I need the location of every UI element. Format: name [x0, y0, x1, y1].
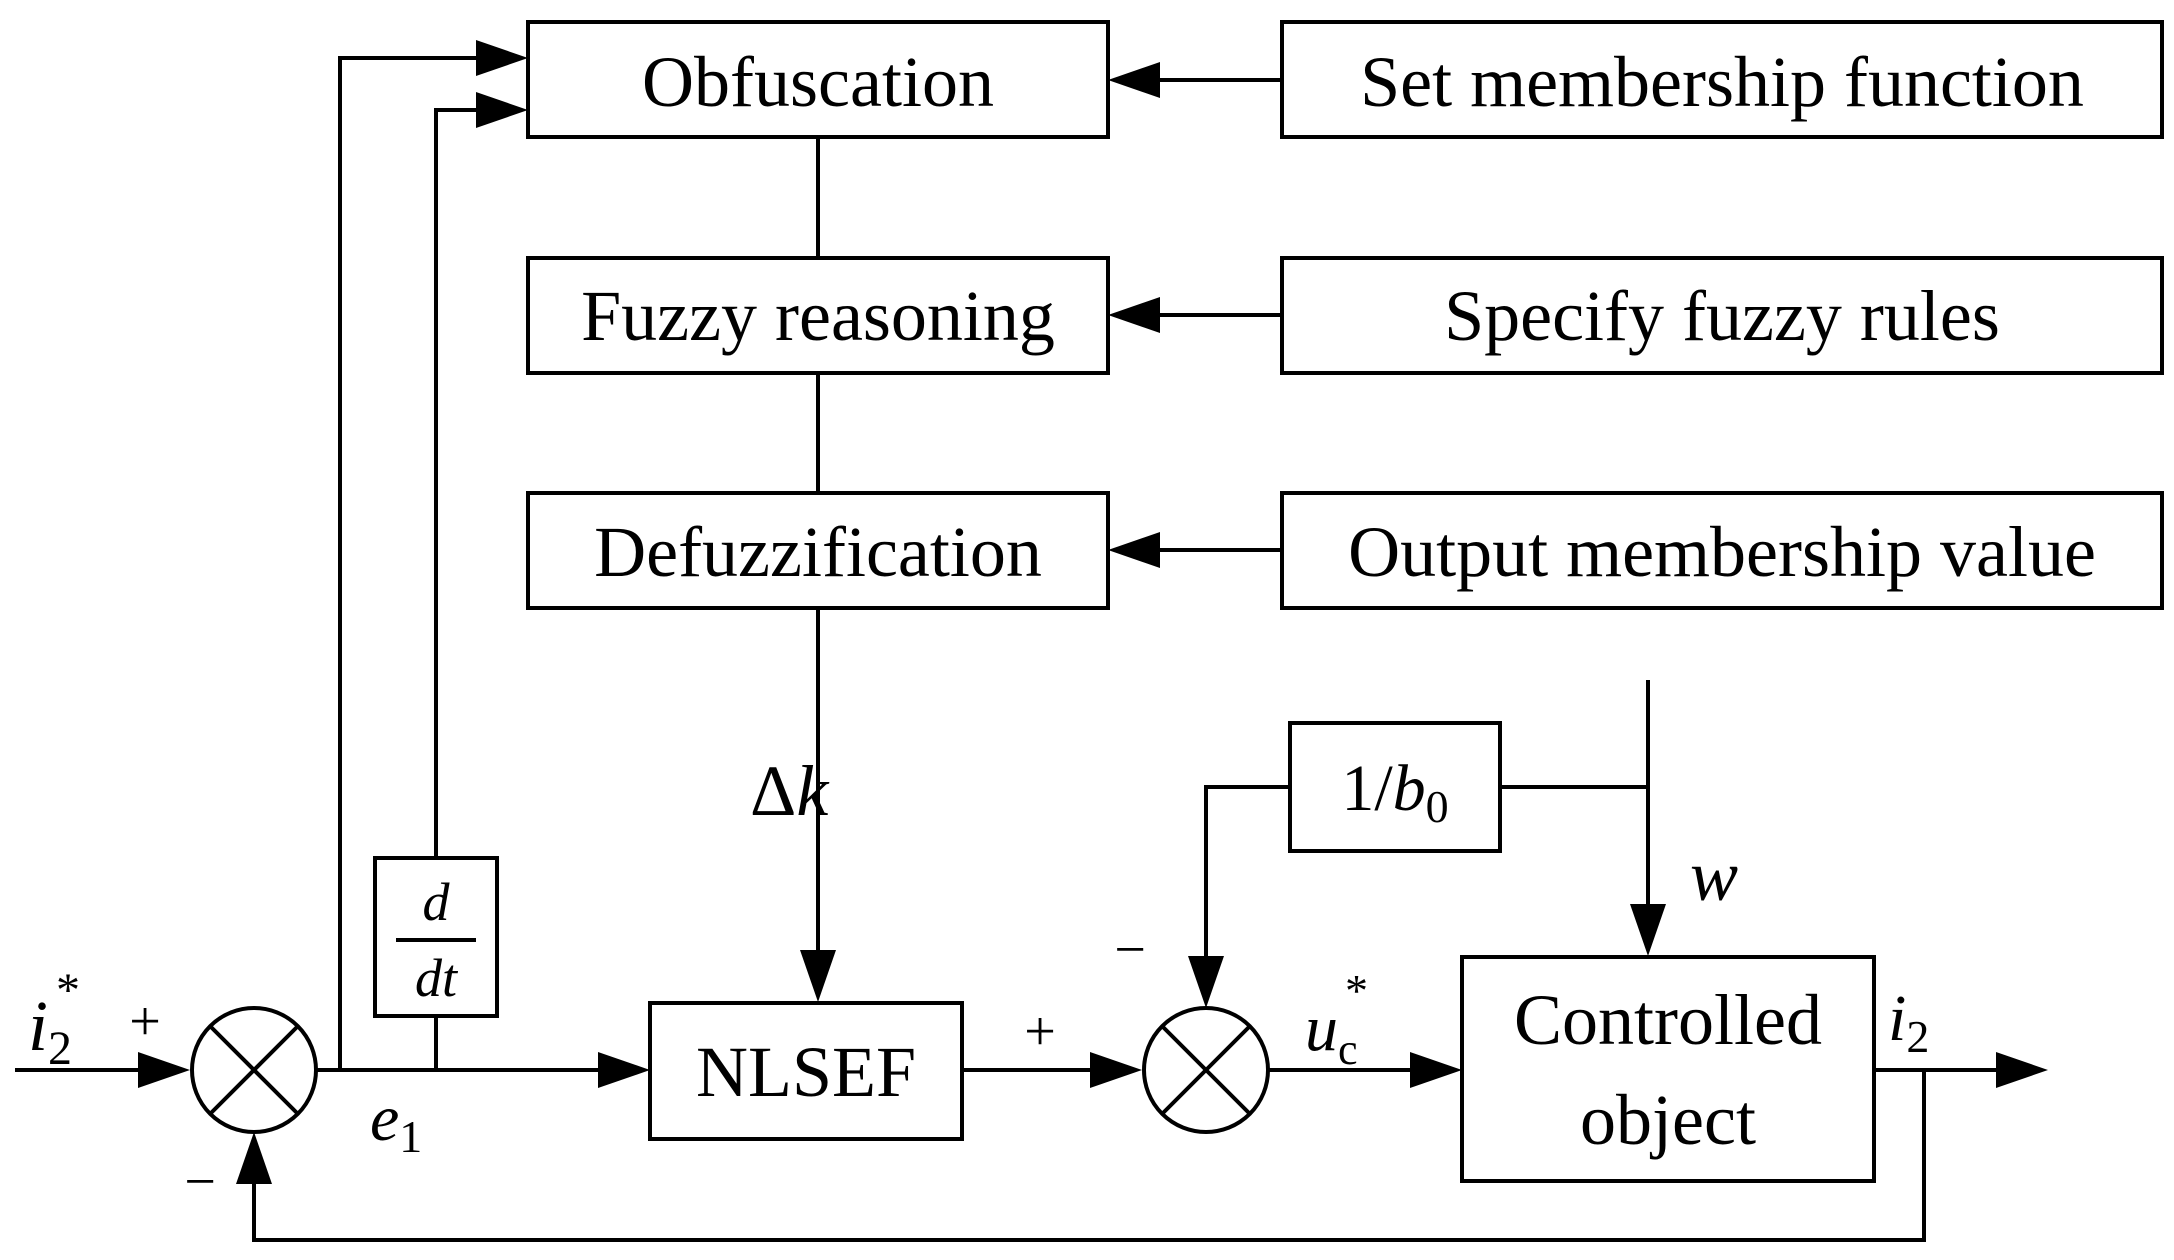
config-arrows	[1108, 62, 1282, 568]
set-membership-block: Set membership function	[1280, 20, 2164, 139]
nlsef-label: NLSEF	[696, 1032, 916, 1112]
output-feedback-line	[252, 1070, 1926, 1242]
reference-star: *	[56, 964, 80, 1017]
fuzzy-reasoning-block: Fuzzy reasoning	[526, 256, 1110, 375]
sum1-plus-sign: +	[129, 991, 161, 1053]
sum2-minus-sign: −	[1114, 919, 1146, 981]
control-star: *	[1345, 965, 1368, 1016]
obfuscation-label: Obfuscation	[642, 42, 994, 122]
specify-rules-label: Specify fuzzy rules	[1444, 276, 2000, 356]
error-to-obfuscation	[338, 40, 528, 1070]
delta-k-label: Δk	[750, 751, 830, 831]
sum2-plus-sign: +	[1024, 1001, 1056, 1063]
error-label: e1	[370, 1082, 422, 1162]
derivative-numerator: d	[423, 872, 451, 932]
derivative-block: d dt	[373, 92, 528, 1070]
fuzzy-reasoning-label: Fuzzy reasoning	[581, 276, 1055, 356]
defuzzification-label: Defuzzification	[594, 512, 1042, 592]
summing-junction-2	[1142, 1006, 1270, 1134]
gain-label: 1/b0	[1341, 752, 1448, 832]
output-label: i2	[1888, 982, 1929, 1062]
output-membership-label: Output membership value	[1348, 512, 2096, 592]
set-membership-label: Set membership function	[1360, 42, 2084, 122]
controlled-object-line2: object	[1580, 1080, 1756, 1160]
fuzzy-chain-lines	[800, 137, 836, 1002]
output-membership-block: Output membership value	[1280, 491, 2164, 610]
disturbance-label: w	[1690, 836, 1738, 916]
summing-junction-1	[190, 1006, 318, 1134]
nlsef-block: NLSEF	[648, 1001, 964, 1141]
controlled-object-block: Controlled object	[1460, 955, 1876, 1183]
gain-block: 1/b0	[1288, 721, 1502, 853]
obfuscation-block: Obfuscation	[526, 20, 1110, 139]
derivative-denominator: dt	[415, 948, 459, 1008]
controlled-object-line1: Controlled	[1514, 980, 1822, 1060]
control-label: uc	[1305, 992, 1358, 1074]
sum1-minus-sign: −	[184, 1151, 216, 1213]
gain-feedback-line	[1204, 785, 1290, 958]
defuzzification-block: Defuzzification	[526, 491, 1110, 610]
specify-rules-block: Specify fuzzy rules	[1280, 256, 2164, 375]
reference-label: i2	[28, 986, 72, 1075]
